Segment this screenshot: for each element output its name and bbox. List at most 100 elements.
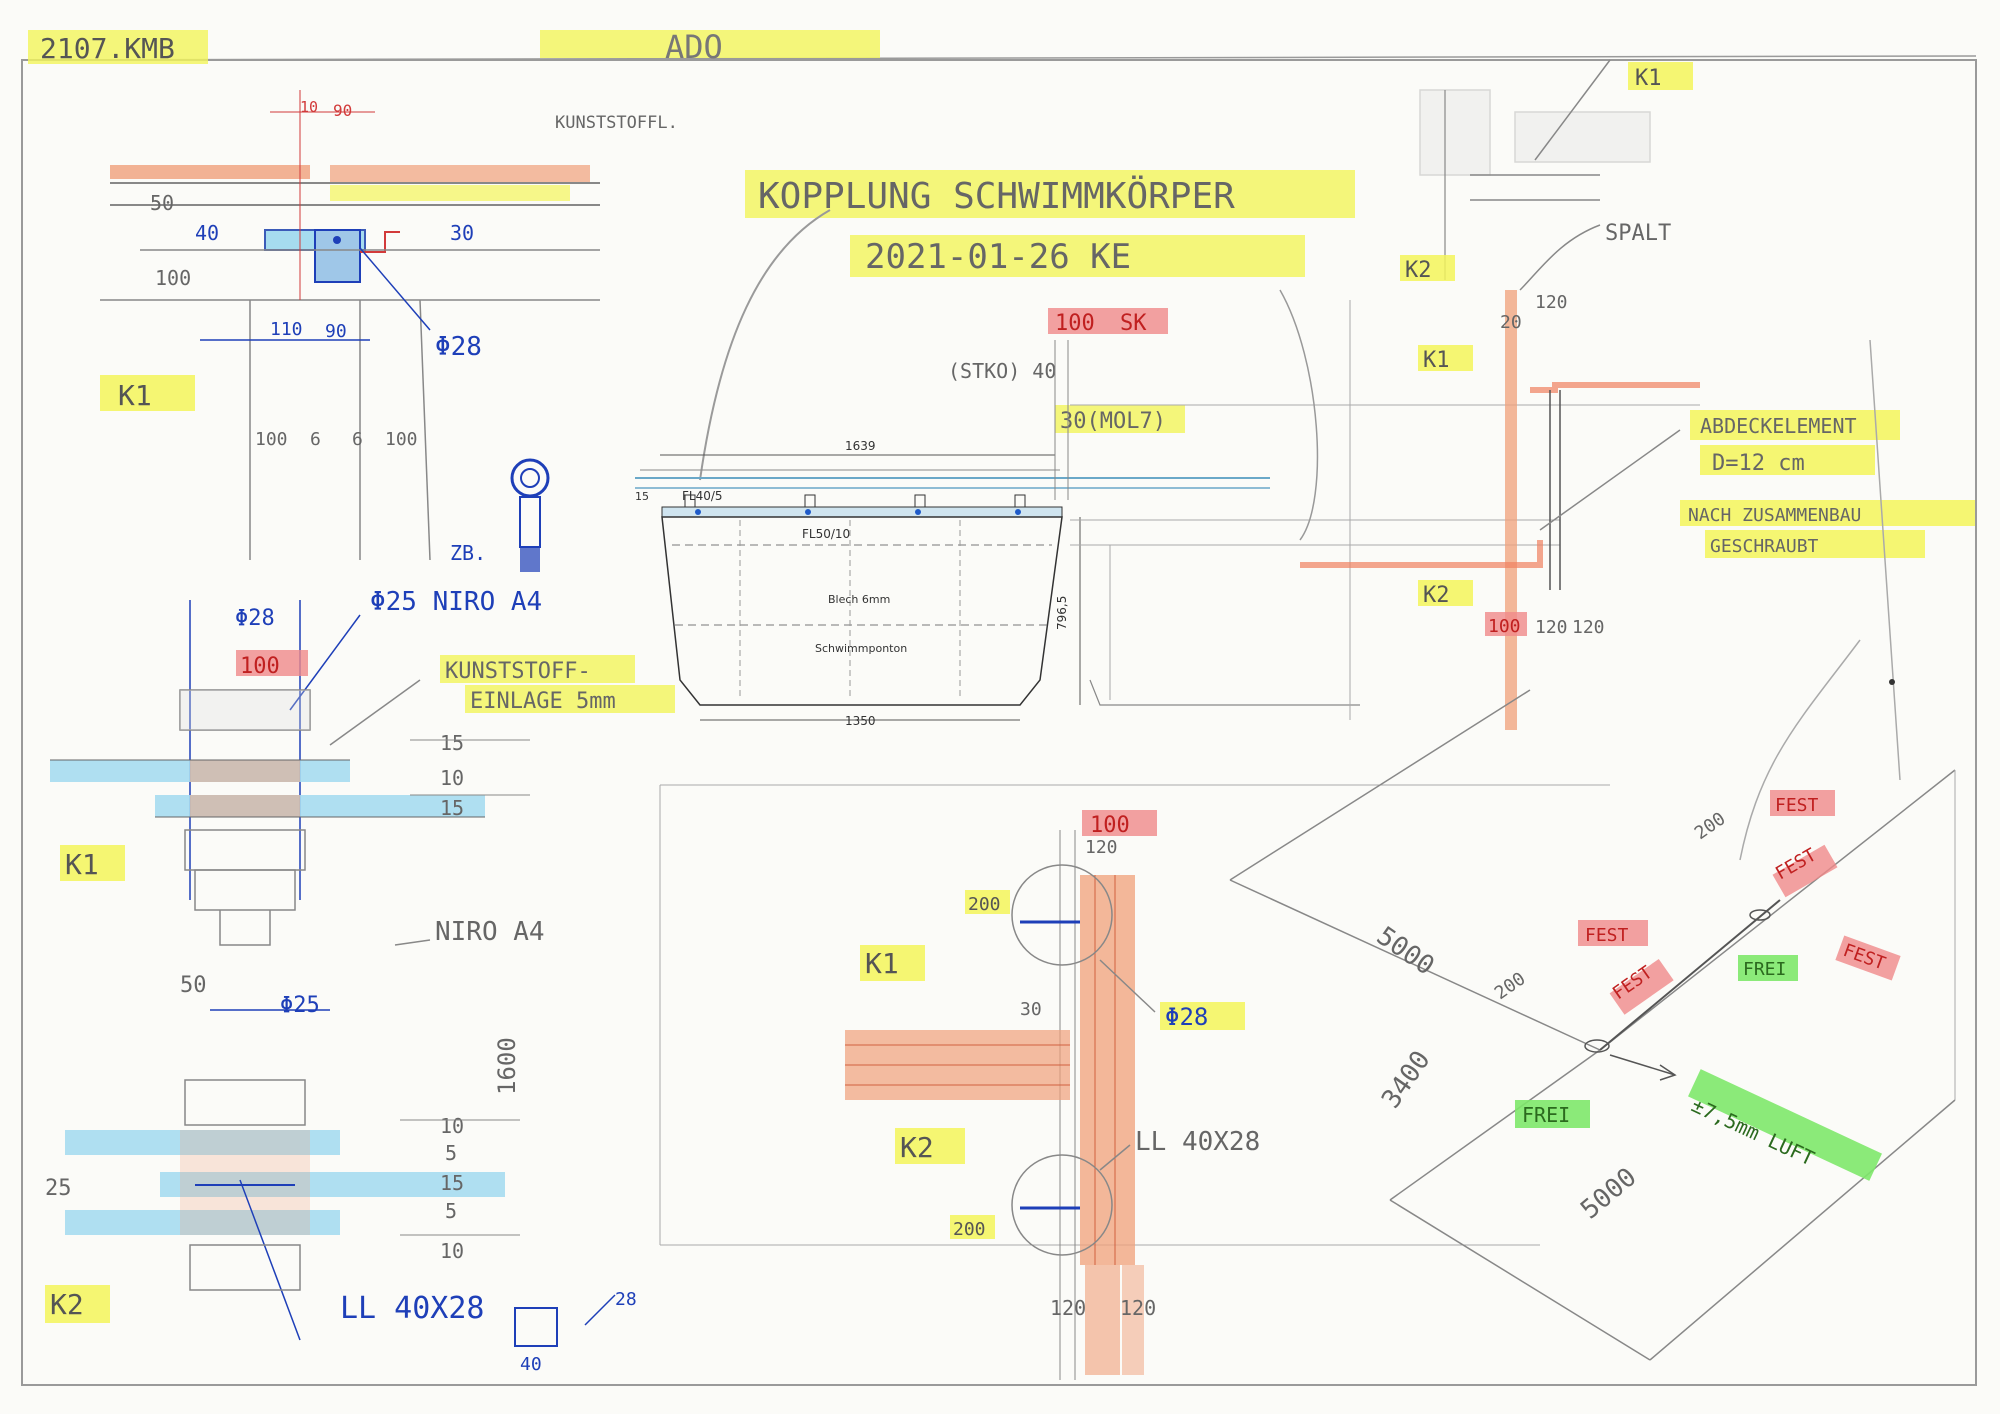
- vertical-dim-1600: 1600: [493, 1037, 521, 1095]
- lower-dim-5a: 5: [445, 1141, 457, 1165]
- joint-dim-200-top: 200: [968, 894, 1001, 915]
- joint-tag-k2: K2: [900, 1131, 934, 1164]
- diameter-28: Φ28: [435, 332, 482, 362]
- pontoon-section: 1639 15 FL40/5 FL50/10 Blech 6mm Schwimm…: [635, 300, 1360, 728]
- pontoon-height: 796,5: [1055, 596, 1069, 630]
- pontoon-dim-40: (STKO) 40: [948, 359, 1056, 383]
- insert-label-1: KUNSTSTOFF-: [445, 659, 591, 684]
- pontoon-left-dim: 15: [635, 490, 649, 503]
- pontoon-red-dim: 100: [1055, 311, 1095, 336]
- header-block: 2107.KMB ADO KOPPLUNG SCHWIMMKÖRPER 2021…: [28, 28, 1355, 481]
- joint-tag-k1: K1: [865, 947, 899, 980]
- joint-bottom-120b: 120: [1120, 1296, 1156, 1320]
- main-title: KOPPLUNG SCHWIMMKÖRPER: [758, 175, 1235, 217]
- lower-dim-10b: 10: [440, 1239, 464, 1263]
- section-tag-k1-topleft: K1: [118, 379, 152, 412]
- dim-30: 30: [450, 221, 474, 245]
- dim-red-90: 90: [333, 101, 352, 120]
- section-tag-k1-bolt: K1: [65, 848, 99, 881]
- title-code: ADO: [665, 28, 723, 66]
- right-dim-120b: 120: [1572, 617, 1605, 638]
- construction-curve: [1279, 289, 1319, 541]
- top-right-tag-k1: K1: [1635, 66, 1662, 91]
- pontoon-dim-30: 30(MOL7): [1060, 409, 1166, 434]
- section-tag-k2-bolt: K2: [50, 1288, 84, 1321]
- pontoon-red-note: SK: [1120, 311, 1147, 336]
- upper-dim-15b: 15: [440, 796, 464, 820]
- dim-6b: 6: [352, 429, 363, 450]
- niro-material: NIRO A4: [435, 917, 545, 947]
- lower-dim-5b: 5: [445, 1199, 457, 1223]
- ink-dot: [1889, 679, 1895, 685]
- joint-bracket: LL 40X28: [1135, 1127, 1260, 1157]
- bolt-spec: Φ25 NIRO A4: [370, 587, 542, 617]
- right-dim-120a: 120: [1535, 617, 1568, 638]
- top-right-detail: K1 K2 SPALT: [1400, 59, 1693, 291]
- eyebolt-icon: ZB.: [450, 458, 550, 572]
- pontoon-flat-top: FL40/5: [682, 489, 723, 503]
- top-right-tag-k2: K2: [1405, 258, 1432, 283]
- joint-dim-30: 30: [1020, 999, 1042, 1020]
- iso-frei-1: FREI: [1743, 959, 1786, 980]
- insert-label-2: EINLAGE 5mm: [470, 689, 616, 714]
- isometric-detail: 5000 200 200 3400 5000 FEST FEST FEST FE…: [1229, 689, 1956, 1361]
- bolt-detail-lower: 50 Φ25 25 10 5 15 5 10 1600 LL 40X28 40 …: [45, 973, 637, 1375]
- plate-dim-28: 28: [615, 1289, 637, 1310]
- construction-curve: [1739, 639, 1861, 861]
- right-note-1: ABDECKELEMENT: [1700, 414, 1857, 438]
- dim-90: 90: [325, 321, 347, 342]
- joint-red-dim: 100: [1090, 813, 1130, 838]
- lower-dim-10a: 10: [440, 1114, 464, 1138]
- lower-dim-25: 25: [45, 1176, 72, 1201]
- dim-red-10: 10: [300, 98, 318, 116]
- right-tag-k2: K2: [1423, 583, 1450, 608]
- lower-diameter-25: Φ25: [280, 993, 320, 1018]
- right-red-dim: 100: [1488, 616, 1521, 637]
- right-note-2: D=12 cm: [1712, 451, 1805, 476]
- pontoon-body-label: Schwimmponton: [815, 642, 907, 655]
- lower-dim-50: 50: [180, 973, 207, 998]
- dim-50: 50: [150, 191, 174, 215]
- dim-100b: 100: [255, 429, 288, 450]
- iso-fest-1: FEST: [1775, 795, 1819, 816]
- pontoon-top-length: 1639: [845, 439, 876, 453]
- joint-bottom-120a: 120: [1050, 1296, 1086, 1320]
- pontoon-plate-label: Blech 6mm: [828, 593, 890, 606]
- iso-dim-200b: 200: [1491, 968, 1530, 1004]
- iso-dim-5000b: 5000: [1575, 1162, 1642, 1225]
- top-left-detail: 10 90 KUNSTSTOFFL. 50 40 30 100 110 90 1…: [100, 90, 678, 561]
- joint-dim-120: 120: [1085, 837, 1118, 858]
- plate-dim-40: 40: [520, 1354, 542, 1375]
- drawing-number: 2107.KMB: [40, 32, 175, 65]
- iso-fest-3: FEST: [1585, 925, 1629, 946]
- right-note-4: GESCHRAUBT: [1710, 536, 1819, 557]
- dim-6a: 6: [310, 429, 321, 450]
- right-dim-20: 20: [1500, 312, 1522, 333]
- center-joint-detail: 100 120 200 30 Φ28 LL 40X28 200 120 120 …: [659, 784, 1610, 1380]
- dim-110: 110: [270, 319, 303, 340]
- iso-dim-5000a: 5000: [1371, 921, 1440, 981]
- dim-100: 100: [155, 266, 191, 290]
- right-tag-k1: K1: [1423, 348, 1450, 373]
- sheet-border: [21, 59, 1977, 1386]
- lower-bracket-label: LL 40X28: [340, 1291, 485, 1326]
- upper-diameter-28: Φ28: [235, 606, 275, 631]
- pontoon-flat-bottom: FL50/10: [802, 527, 850, 541]
- eyebolt-label: ZB.: [450, 541, 486, 565]
- date-line: 2021-01-26 KE: [865, 237, 1131, 277]
- right-note-3: NACH ZUSAMMENBAU: [1688, 505, 1861, 526]
- gap-label: SPALT: [1605, 221, 1671, 246]
- upper-red-dim: 100: [240, 654, 280, 679]
- lower-dim-15: 15: [440, 1171, 464, 1195]
- iso-dim-200a: 200: [1691, 808, 1730, 844]
- right-dim-120: 120: [1535, 292, 1568, 313]
- iso-dim-3400: 3400: [1376, 1046, 1436, 1115]
- pontoon-bottom-length: 1350: [845, 714, 876, 728]
- bolt-detail-upper: Φ28 Φ25 NIRO A4 100 KUNSTSTOFF- EINLAGE …: [50, 587, 675, 947]
- material-label: KUNSTSTOFFL.: [555, 113, 678, 133]
- dim-100c: 100: [385, 429, 418, 450]
- right-section-detail: 20 120 K1 K2 100 120 120 ABDECKELEMENT D…: [1070, 290, 1975, 781]
- dim-40: 40: [195, 221, 219, 245]
- joint-dim-200-bottom: 200: [953, 1219, 986, 1240]
